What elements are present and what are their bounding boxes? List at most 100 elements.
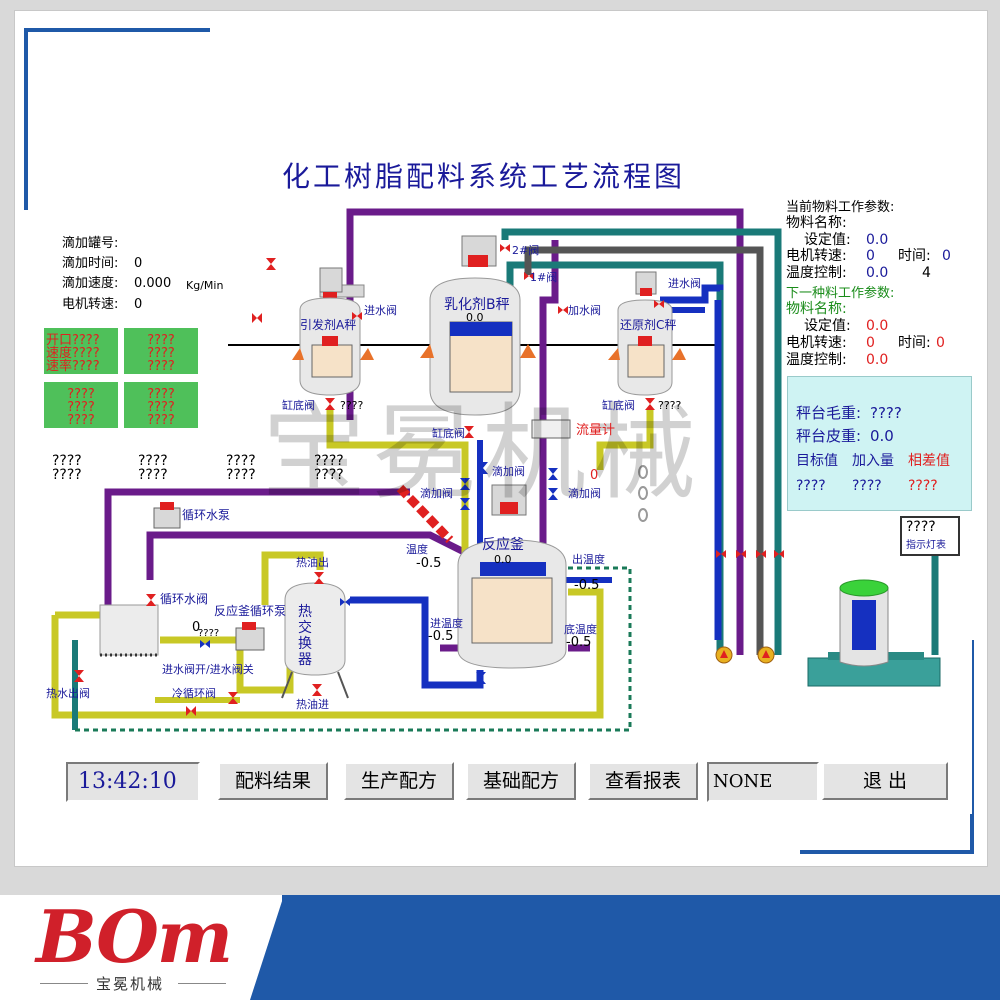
brand-divider <box>40 983 88 984</box>
brand-name: 宝冕机械 <box>96 975 165 993</box>
water-add-valve: 加水阀 <box>568 304 601 317</box>
indicator-value: ???? <box>906 519 936 535</box>
next-material-heading: 下一种料工作参数: <box>786 286 895 301</box>
target-label: 目标值 <box>796 453 838 469</box>
tank-c-label: 还原剂C秤 <box>620 318 677 332</box>
footer-accent <box>250 895 284 1000</box>
pipe-purple-circ <box>104 488 410 615</box>
indicator-label: 指示灯表 <box>906 540 946 551</box>
target-value: ???? <box>796 478 826 494</box>
drip-valve-1: 滴加阀 <box>492 465 525 478</box>
cooling-tank <box>99 604 159 657</box>
current-name-label: 物料名称: <box>786 215 847 231</box>
temp-in-label: 进温度 <box>430 617 463 630</box>
current-set-label: 设定值: <box>804 232 851 248</box>
tank-a <box>292 267 374 396</box>
flowmeter <box>531 419 571 439</box>
current-motor-value: 0 <box>866 248 875 264</box>
tare-label: 秤台皮重: <box>796 427 862 445</box>
brand-divider <box>178 983 226 984</box>
valve-markers <box>74 244 784 716</box>
next-set-value: 0.0 <box>866 318 889 334</box>
tank-a-label: 引发剂A秤 <box>300 318 357 332</box>
clock-time: 13:42:10 <box>78 769 177 794</box>
green-cell: ???? ???? ???? <box>122 326 200 376</box>
temp-left-label: 温度 <box>406 543 428 556</box>
q-value: ???? <box>226 453 256 469</box>
heat-exchanger <box>281 582 349 699</box>
next-name-label: 物料名称: <box>786 301 847 317</box>
view-report-button[interactable]: 查看报表 <box>588 762 698 800</box>
clock-display: 13:42:10 <box>66 762 200 802</box>
reactor-circ-pump: 反应釜循环泵 <box>214 604 287 618</box>
q-value: ???? <box>52 453 82 469</box>
q-value: ???? <box>314 453 344 469</box>
pump-q: ???? <box>198 628 220 639</box>
pipe-dotted-return <box>75 566 632 732</box>
base-recipe-button[interactable]: 基础配方 <box>466 762 576 800</box>
temp-in-value: -0.5 <box>428 629 454 644</box>
batch-result-button[interactable]: 配料结果 <box>218 762 328 800</box>
valve-2: 2#阀 <box>512 244 540 257</box>
q-value: ???? <box>138 453 168 469</box>
process-diagram <box>51 208 941 732</box>
pipe-yellow-loop <box>51 588 604 719</box>
valve-1: 1#阀 <box>530 271 558 284</box>
corner-accents <box>24 28 974 854</box>
indicator-box <box>900 516 960 556</box>
reactor-pump-graphic <box>235 627 265 651</box>
hot-water-out-label: 热水出阀 <box>46 687 90 700</box>
temp-out-label: 出温度 <box>572 553 605 566</box>
hot-oil-out: 热油出 <box>296 556 329 569</box>
inlet-switch-label: 进水阀开/进水阀关 <box>162 663 254 676</box>
pipe-red-diagonal <box>396 484 454 544</box>
status-display: NONE <box>707 762 819 802</box>
drip-time-value: 0 <box>134 256 143 271</box>
pipe-purple-inner <box>539 240 559 560</box>
temp-bottom-value: -0.5 <box>566 635 592 650</box>
drip-motor-label: 电机转速: <box>62 297 119 312</box>
pipe-yellow-right <box>596 410 654 470</box>
drip-speed-value: 0.000 <box>134 276 172 291</box>
gross-value: ???? <box>870 404 902 422</box>
next-temp-value: 0.0 <box>866 352 889 368</box>
drip-value: 0 <box>590 468 599 483</box>
current-time-value: 0 <box>942 248 951 264</box>
current-set-value: 0.0 <box>866 232 889 248</box>
cold-circ-valve-label: 冷循环阀 <box>172 687 216 700</box>
scale-platform <box>807 555 941 687</box>
gross-label: 秤台毛重: <box>796 404 862 422</box>
circ-valve-label: 循环水阀 <box>160 592 209 606</box>
inlet-valve-c: 进水阀 <box>668 277 701 290</box>
green-cell: ???? ???? ???? <box>42 380 120 430</box>
production-recipe-button[interactable]: 生产配方 <box>344 762 454 800</box>
q-value: ???? <box>226 467 256 483</box>
tare-value: 0.0 <box>870 427 894 445</box>
bottom-valve-a: 缸底阀 <box>282 399 315 412</box>
q-value: ???? <box>314 467 344 483</box>
footer: BOm 宝冕机械 <box>0 895 1000 1000</box>
drip-speed-label: 滴加速度: <box>62 276 119 291</box>
next-time-label: 时间: <box>898 335 931 351</box>
status-text: NONE <box>713 771 773 792</box>
reactor-value: 0.0 <box>494 553 512 566</box>
temp-left-value: -0.5 <box>416 556 442 571</box>
tank-c <box>608 271 686 396</box>
watermark: 宝冕机械 <box>262 392 703 514</box>
heat-exchanger-label: 热交换器 <box>298 604 312 668</box>
flowmeter-label: 流量计 <box>576 423 616 438</box>
tank-b-label: 乳化剂B秤 <box>444 297 510 313</box>
tank-b <box>420 235 536 416</box>
current-temp-value: 0.0 <box>866 265 889 281</box>
hot-oil-in: 热油进 <box>296 698 329 711</box>
pipe-blue-inlet <box>660 284 724 304</box>
next-time-value: 0 <box>936 335 945 351</box>
added-value: ???? <box>852 478 882 494</box>
exit-button[interactable]: 退 出 <box>822 762 948 800</box>
current-temp-extra: 4 <box>922 265 931 281</box>
bottom-valve-c: 缸底阀 <box>602 399 635 412</box>
drip-time-label: 滴加时间: <box>62 256 119 271</box>
next-motor-value: 0 <box>866 335 875 351</box>
diff-label: 相差值 <box>908 453 950 469</box>
circ-pump-label: 循环水泵 <box>182 508 231 522</box>
